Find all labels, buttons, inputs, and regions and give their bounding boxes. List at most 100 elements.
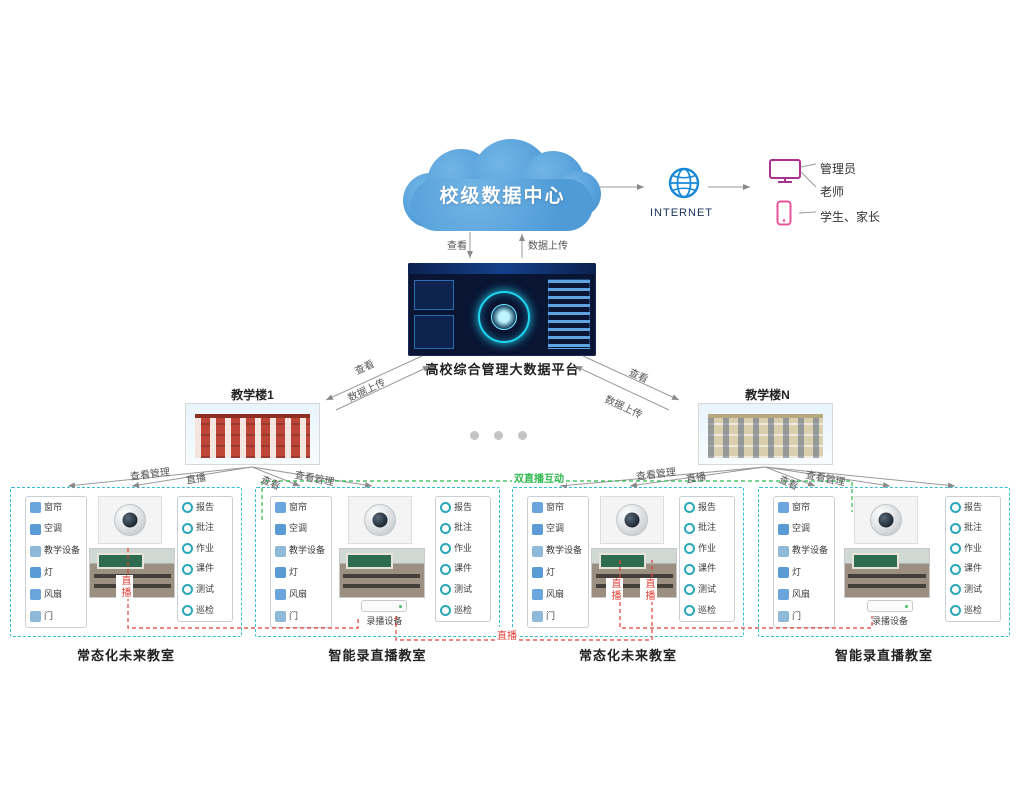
function-item[interactable]: 批注 xyxy=(682,522,732,535)
device-item[interactable]: 门 xyxy=(776,610,832,623)
function-item[interactable]: 报告 xyxy=(948,501,998,514)
device-label: 风扇 xyxy=(546,588,565,599)
cluster-4-caption: 智能录直播教室 xyxy=(834,648,933,663)
function-item[interactable]: 批注 xyxy=(438,522,488,535)
function-item[interactable]: 测试 xyxy=(438,583,488,596)
device-item[interactable]: 窗帘 xyxy=(28,501,84,514)
device-item[interactable]: 空调 xyxy=(28,523,84,536)
device-icon xyxy=(532,545,543,557)
device-item[interactable]: 门 xyxy=(530,610,586,623)
device-icon xyxy=(778,523,789,535)
device-icon xyxy=(30,502,41,513)
function-label: 测试 xyxy=(964,583,983,594)
classroom-photo xyxy=(338,548,425,598)
device-label: 窗帘 xyxy=(44,501,63,512)
device-item[interactable]: 门 xyxy=(28,610,84,623)
function-item[interactable]: 作业 xyxy=(948,542,998,555)
device-label: 空调 xyxy=(792,523,811,534)
device-item[interactable]: 窗帘 xyxy=(776,501,832,514)
function-item[interactable]: 批注 xyxy=(180,522,230,535)
function-item[interactable]: 批注 xyxy=(948,522,998,535)
device-label: 教学设备 xyxy=(792,545,829,556)
dashboard-ring xyxy=(491,304,517,330)
device-item[interactable]: 窗帘 xyxy=(530,501,586,514)
link-label-live: 直播 xyxy=(606,578,623,602)
recorder-label: 录播设备 xyxy=(871,616,908,626)
function-item[interactable]: 巡检 xyxy=(682,604,732,617)
device-item[interactable]: 门 xyxy=(273,610,329,623)
chalkboard xyxy=(96,552,144,570)
function-icon xyxy=(440,563,451,575)
device-label: 风扇 xyxy=(289,588,308,599)
device-label: 灯 xyxy=(546,566,556,577)
function-item[interactable]: 作业 xyxy=(438,542,488,555)
device-label: 空调 xyxy=(44,523,63,534)
function-icon xyxy=(440,584,451,596)
device-label: 窗帘 xyxy=(546,501,565,512)
device-item[interactable]: 教学设备 xyxy=(273,545,329,558)
cluster-1-caption: 常态化未来教室 xyxy=(76,648,175,663)
device-list: 窗帘 空调 教学设备 灯 风扇 门 xyxy=(273,501,329,623)
function-label: 测试 xyxy=(698,583,717,594)
link-label-upload: 数据上传 xyxy=(602,394,644,422)
platform-dashboard-image xyxy=(408,263,596,356)
function-item[interactable]: 作业 xyxy=(180,542,230,555)
device-item[interactable]: 空调 xyxy=(273,523,329,536)
dome-camera-image xyxy=(600,496,665,544)
function-item[interactable]: 课件 xyxy=(948,563,998,576)
function-item[interactable]: 课件 xyxy=(438,563,488,576)
cloud-shape xyxy=(411,179,593,231)
function-item[interactable]: 课件 xyxy=(180,563,230,576)
link-label-view: 查看 xyxy=(447,241,467,252)
function-item[interactable]: 报告 xyxy=(682,501,732,514)
function-panel: 报告 批注 作业 课件 测试 巡检 xyxy=(435,496,491,622)
role-admin-label: 管理员 xyxy=(820,162,857,176)
link-label-live: 直播 xyxy=(685,471,707,486)
device-item[interactable]: 灯 xyxy=(273,566,329,579)
device-item[interactable]: 空调 xyxy=(530,523,586,536)
function-item[interactable]: 测试 xyxy=(682,583,732,596)
device-item[interactable]: 风扇 xyxy=(530,588,586,601)
dashboard-header-bar xyxy=(408,263,596,274)
device-item[interactable]: 教学设备 xyxy=(776,545,832,558)
device-label: 教学设备 xyxy=(44,545,81,556)
device-item[interactable]: 教学设备 xyxy=(530,545,586,558)
function-item[interactable]: 报告 xyxy=(438,501,488,514)
device-item[interactable]: 窗帘 xyxy=(273,501,329,514)
function-icon xyxy=(182,522,193,534)
function-item[interactable]: 巡检 xyxy=(180,604,230,617)
device-list: 窗帘 空调 教学设备 灯 风扇 门 xyxy=(530,501,586,623)
function-item[interactable]: 巡检 xyxy=(948,604,998,617)
device-item[interactable]: 空调 xyxy=(776,523,832,536)
function-label: 批注 xyxy=(964,522,983,533)
function-item[interactable]: 报告 xyxy=(180,501,230,514)
function-icon xyxy=(440,543,451,555)
device-item[interactable]: 灯 xyxy=(530,566,586,579)
function-item[interactable]: 测试 xyxy=(948,583,998,596)
building-n-image xyxy=(698,403,833,465)
device-item[interactable]: 风扇 xyxy=(776,588,832,601)
device-item[interactable]: 教学设备 xyxy=(28,545,84,558)
device-label: 门 xyxy=(44,610,54,621)
function-label: 作业 xyxy=(698,542,717,553)
cluster-2-caption: 智能录直播教室 xyxy=(328,648,427,663)
function-label: 批注 xyxy=(196,522,215,533)
function-icon xyxy=(684,543,695,555)
device-item[interactable]: 灯 xyxy=(28,566,84,579)
function-item[interactable]: 作业 xyxy=(682,542,732,555)
device-label: 窗帘 xyxy=(289,501,308,512)
device-item[interactable]: 灯 xyxy=(776,566,832,579)
device-label: 门 xyxy=(289,610,299,621)
function-item[interactable]: 巡检 xyxy=(438,604,488,617)
chalkboard xyxy=(851,552,899,570)
device-icon xyxy=(275,589,286,601)
function-item[interactable]: 测试 xyxy=(180,583,230,596)
role-student-parent-label: 学生、家长 xyxy=(820,210,881,224)
link-label-live: 直播 xyxy=(640,578,657,602)
classroom-cluster-3: 窗帘 空调 教学设备 灯 风扇 门 xyxy=(512,487,744,637)
function-item[interactable]: 课件 xyxy=(682,563,732,576)
device-item[interactable]: 风扇 xyxy=(28,588,84,601)
device-item[interactable]: 风扇 xyxy=(273,588,329,601)
function-list: 报告 批注 作业 课件 测试 巡检 xyxy=(948,501,998,617)
device-label: 风扇 xyxy=(792,588,811,599)
